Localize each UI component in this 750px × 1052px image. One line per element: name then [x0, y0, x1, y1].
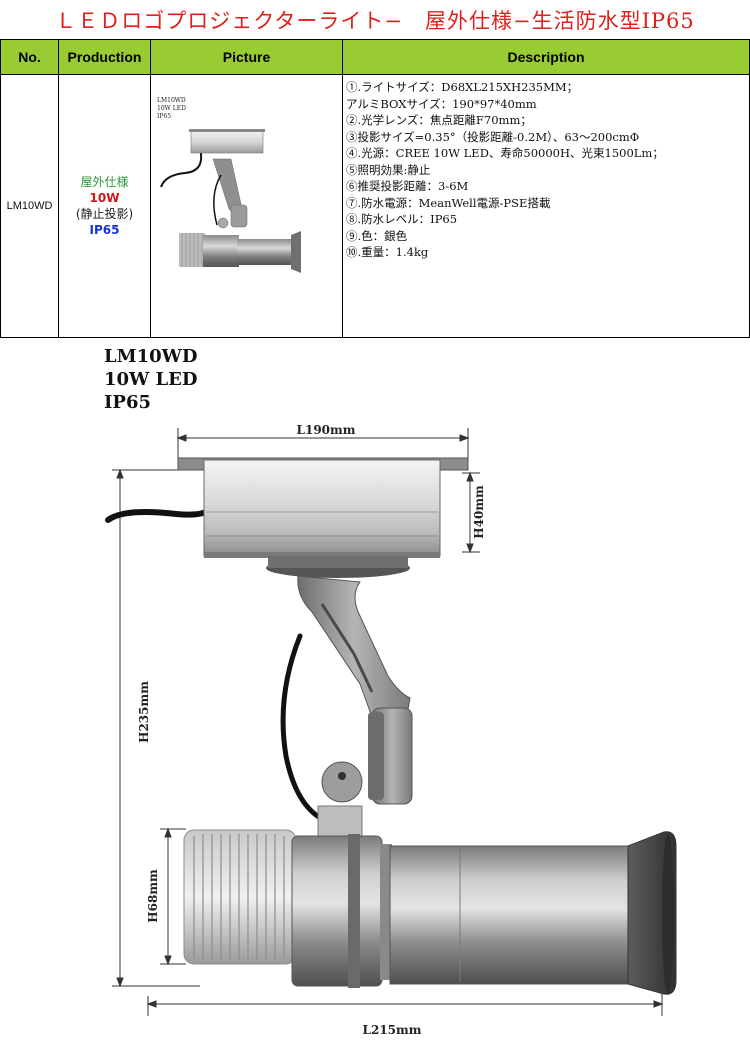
description-line: ④.光源：CREE 10W LED、寿命50000H、光束1500Lm； [346, 146, 664, 160]
spec-table: No. Production Picture Description LM10W… [0, 39, 750, 338]
description-line: ⑩.重量：1.4kg [346, 245, 429, 259]
description-line: アルミBOXサイズ：190*97*40mm [346, 96, 537, 111]
header-production: Production [58, 39, 151, 75]
description-line: ①.ライトサイズ：D68XL215XH235MM； [346, 80, 579, 94]
thumb-label-ip: IP65 [157, 113, 172, 120]
description-list: ①.ライトサイズ：D68XL215XH235MM； アルミBOXサイズ：190*… [343, 75, 749, 261]
product-dimension-drawing: L190mm H40mm H235mm H68mm L215mm [105, 423, 677, 1037]
power-cable [105, 509, 209, 523]
header-picture: Picture [150, 39, 343, 75]
thumb-label-led: 10W LED [157, 105, 186, 112]
thumbnail-labels: LM10WD 10W LED IP65 [157, 97, 186, 121]
description-cell: ①.ライトサイズ：D68XL215XH235MM； アルミBOXサイズ：190*… [342, 74, 750, 338]
drawing-label-led: 10W LED [104, 369, 198, 390]
drawing-labels: LM10WD 10W LED IP65 [104, 345, 198, 414]
header-description: Description [342, 39, 750, 75]
dim-total-height: H235mm [137, 681, 151, 743]
dim-total-length: L215mm [363, 1023, 422, 1037]
description-line: ③投影サイズ=0.35°（投影距離-0.2M）、63～200cmΦ [346, 129, 640, 144]
description-line: ⑧.防水レベル：IP65 [346, 212, 458, 226]
lamp-cable [280, 633, 327, 823]
dim-diameter: H68mm [146, 869, 160, 923]
table-row: LM10WD 屋外仕様 10W (静止投影) IP65 [0, 74, 750, 338]
dim-box-height: H40mm [472, 485, 486, 539]
description-line: ⑥推奨投影距離：3-6M [346, 179, 469, 193]
drawing-label-model: LM10WD [104, 346, 198, 367]
production-cell: 屋外仕様 10W (静止投影) IP65 [58, 74, 151, 338]
thumb-label-model: LM10WD [157, 97, 186, 104]
production-mode: (静止投影) [75, 207, 134, 221]
dim-box-length: L190mm [297, 423, 356, 437]
production-outdoor: 屋外仕様 [80, 175, 129, 189]
table-header-row: No. Production Picture Description [0, 39, 750, 75]
production-ip: IP65 [89, 223, 120, 237]
description-line: ⑦.防水電源：MeanWell電源-PSE搭載 [346, 195, 551, 210]
driver-box [203, 459, 441, 557]
description-line: ⑨.色：銀色 [346, 228, 408, 243]
model-cell: LM10WD [0, 74, 59, 338]
lens-barrel [389, 845, 631, 985]
picture-cell: LM10WD 10W LED IP65 [150, 74, 343, 338]
description-line: ②.光学レンズ：焦点距離F70mm； [346, 113, 532, 127]
production-watt: 10W [89, 191, 120, 205]
description-line: ⑤照明効果:静止 [346, 162, 431, 177]
page-title: ＬＥＤロゴプロジェクターライト− 屋外仕様−生活防水型IP65 [0, 0, 750, 39]
product-thumbnail [160, 129, 301, 273]
lamp-body [291, 835, 383, 987]
adjust-knob [321, 761, 363, 803]
heatsink [183, 829, 297, 965]
drawing-label-ip: IP65 [104, 392, 152, 413]
heatsink-fins [193, 834, 285, 960]
header-no: No. [0, 39, 59, 75]
